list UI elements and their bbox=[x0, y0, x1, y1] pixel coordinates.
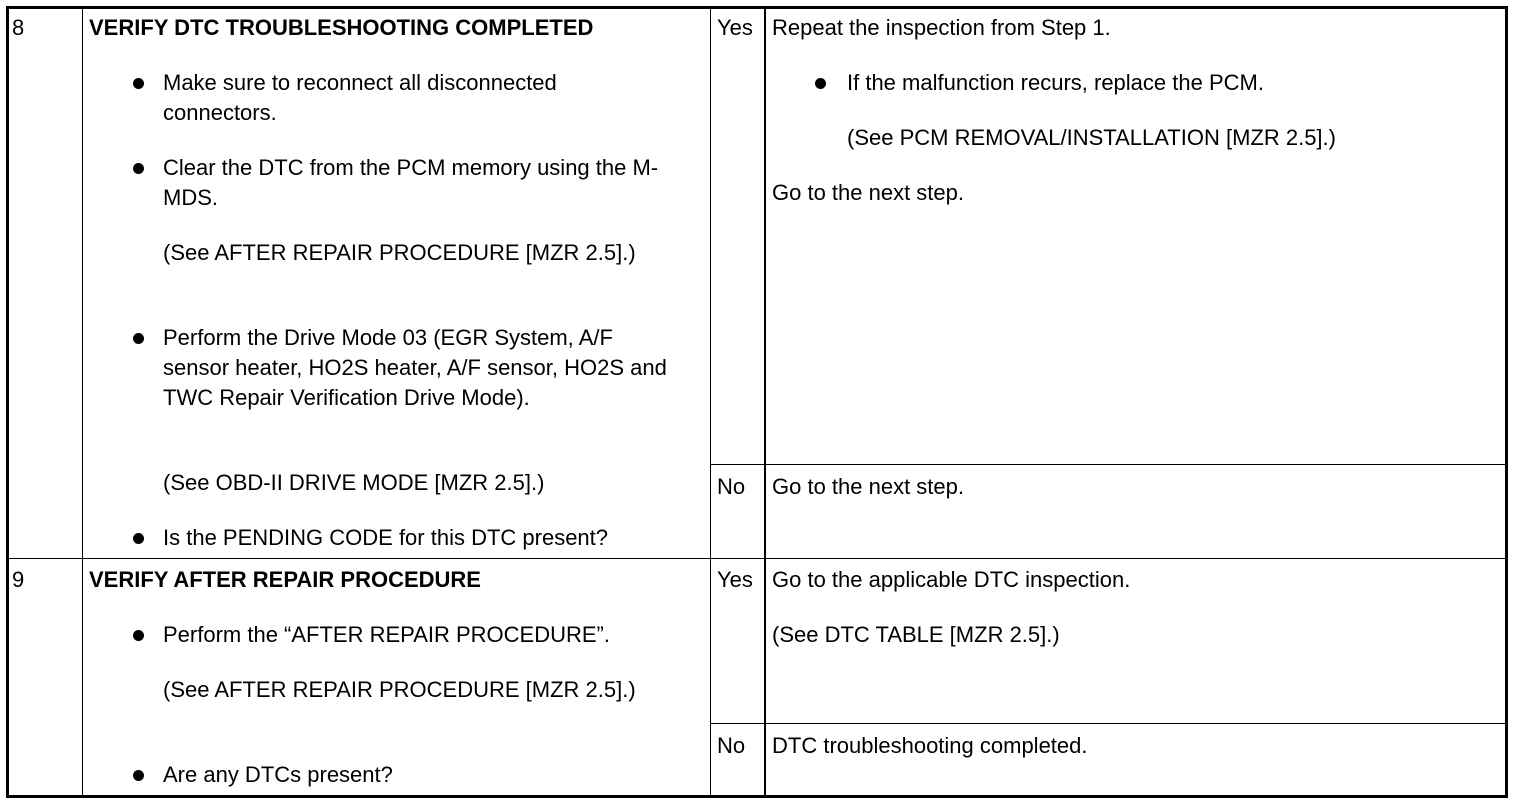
step-item: Is the PENDING CODE for this DTC present… bbox=[163, 525, 609, 550]
col-divider bbox=[764, 6, 766, 798]
yes-label: Yes bbox=[717, 567, 753, 592]
bullet-icon bbox=[815, 78, 826, 89]
step-number: 9 bbox=[12, 567, 25, 592]
bullet-icon bbox=[133, 770, 144, 781]
border-bottom bbox=[6, 795, 1508, 798]
no-result: Go to the next step. bbox=[772, 474, 965, 499]
step-reference: (See AFTER REPAIR PROCEDURE [MZR 2.5].) bbox=[163, 240, 636, 265]
col-divider bbox=[710, 6, 711, 798]
bullet-icon bbox=[133, 163, 144, 174]
step-item: Make sure to reconnect all disconnected … bbox=[163, 70, 557, 125]
no-label: No bbox=[717, 733, 746, 758]
step-title: VERIFY DTC TROUBLESHOOTING COMPLETED bbox=[89, 15, 594, 40]
step-item: Perform the “AFTER REPAIR PROCEDURE”. bbox=[163, 622, 610, 647]
yes-result-bullet: If the malfunction recurs, replace the P… bbox=[847, 70, 1264, 95]
step-number: 8 bbox=[12, 15, 25, 40]
step-title: VERIFY AFTER REPAIR PROCEDURE bbox=[89, 567, 481, 592]
yes-result: Repeat the inspection from Step 1. bbox=[772, 15, 1111, 40]
bullet-icon bbox=[133, 78, 144, 89]
yes-no-divider bbox=[710, 723, 1508, 724]
col-divider bbox=[82, 6, 83, 798]
bullet-icon bbox=[133, 533, 144, 544]
border-left bbox=[6, 6, 9, 798]
row-divider bbox=[6, 558, 1508, 559]
border-top bbox=[6, 6, 1508, 9]
border-right bbox=[1505, 6, 1508, 798]
yes-result-next: Go to the next step. bbox=[772, 180, 965, 205]
step-reference: (See OBD-II DRIVE MODE [MZR 2.5].) bbox=[163, 470, 545, 495]
no-result: DTC troubleshooting completed. bbox=[772, 733, 1088, 758]
yes-label: Yes bbox=[717, 15, 753, 40]
yes-result: Go to the applicable DTC inspection. bbox=[772, 567, 1131, 592]
yes-result-reference: (See DTC TABLE [MZR 2.5].) bbox=[772, 622, 1060, 647]
yes-result-reference: (See PCM REMOVAL/INSTALLATION [MZR 2.5].… bbox=[847, 125, 1336, 150]
step-item: Clear the DTC from the PCM memory using … bbox=[163, 155, 659, 210]
step-item: Are any DTCs present? bbox=[163, 762, 393, 787]
step-item: Perform the Drive Mode 03 (EGR System, A… bbox=[163, 325, 667, 410]
yes-no-divider bbox=[710, 464, 1508, 465]
bullet-icon bbox=[133, 333, 144, 344]
no-label: No bbox=[717, 474, 746, 499]
bullet-icon bbox=[133, 630, 144, 641]
step-reference: (See AFTER REPAIR PROCEDURE [MZR 2.5].) bbox=[163, 677, 636, 702]
